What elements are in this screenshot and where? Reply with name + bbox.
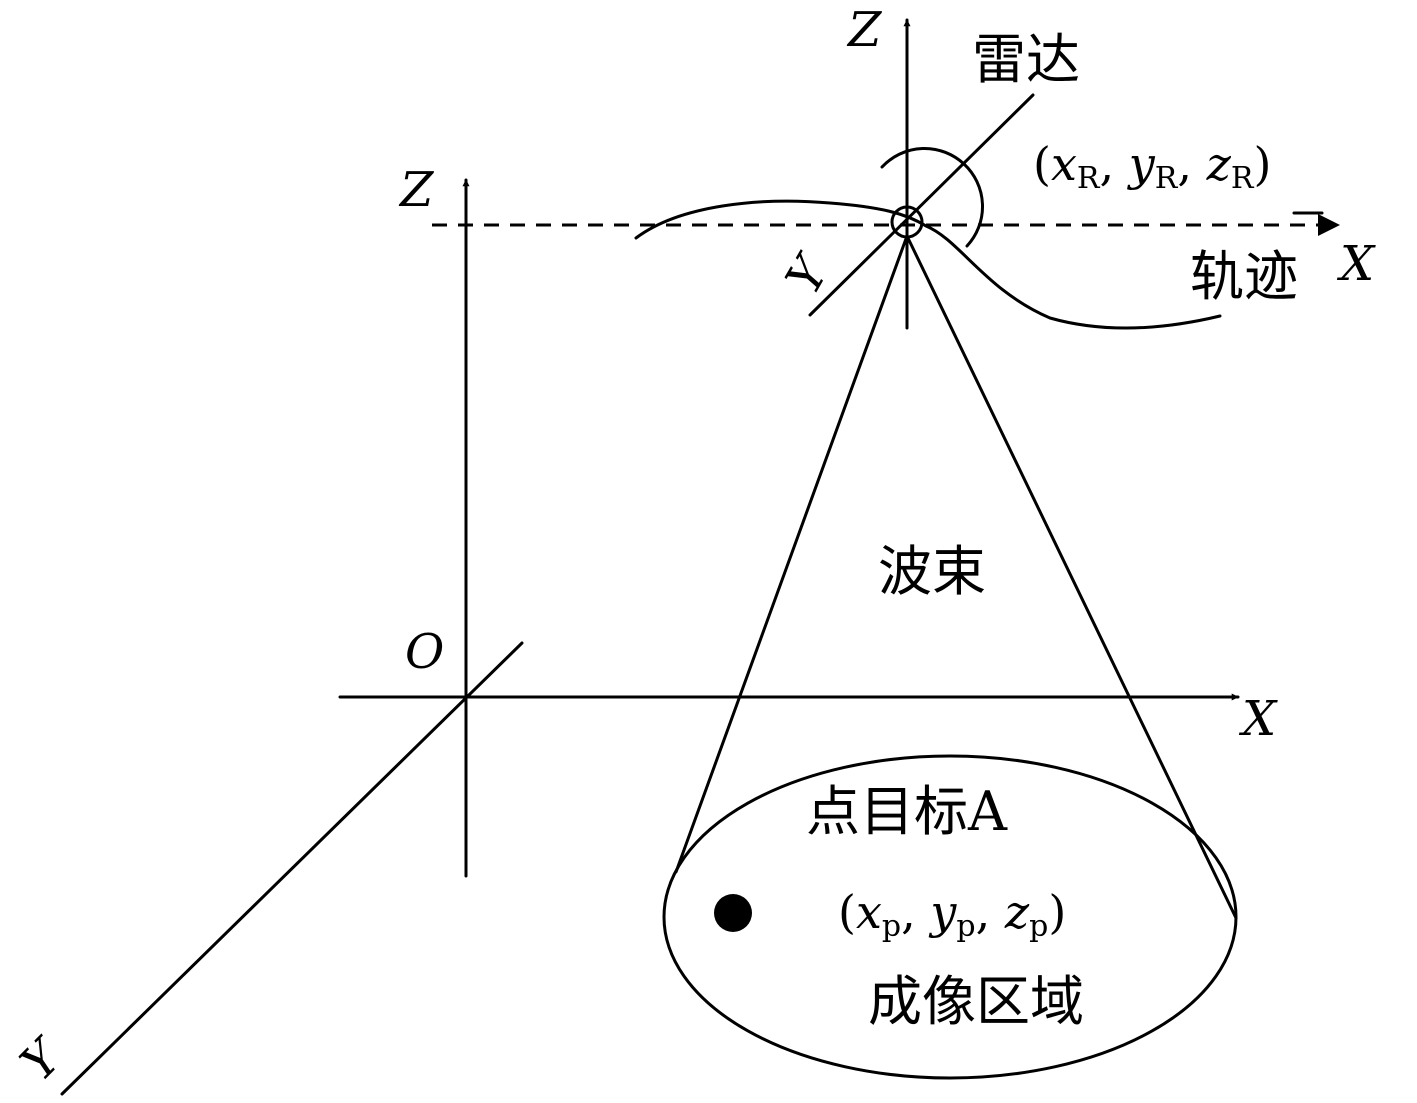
radar-coord-close: ) — [1253, 137, 1271, 191]
target-coord-sep2: , — [976, 885, 991, 939]
target-coord-sep1: , — [901, 885, 916, 939]
beam-label: 波束 — [878, 540, 986, 603]
origin-label: O — [405, 624, 444, 680]
target-coord-open: ( — [838, 885, 856, 939]
radar-coord-sep2: , — [1177, 137, 1192, 191]
target-coord-space2 — [990, 885, 1005, 939]
radar-label: 雷达 — [972, 28, 1080, 91]
ground-axes: X Z Y O — [10, 162, 1278, 1096]
radar-coord-sep1: , — [1100, 137, 1115, 191]
radar-x-arrowhead — [1318, 214, 1340, 236]
radar-z-label: Z — [846, 2, 883, 58]
imaging-area-ellipse — [662, 754, 1238, 1080]
point-target-dot — [714, 894, 752, 932]
ground-x-label: X — [1238, 691, 1278, 747]
radar-coord-space1 — [1114, 137, 1129, 191]
trajectory-label: 轨迹 — [1190, 245, 1298, 308]
radar-coord-x: x — [1051, 137, 1077, 191]
point-target-label: 点目标A — [806, 780, 1008, 843]
radar-coord-y-sub: R — [1155, 161, 1179, 196]
ground-z-label: Z — [398, 162, 435, 218]
beam-left-edge — [674, 234, 909, 874]
target-coord-y-sub: p — [956, 909, 975, 944]
target-coord-y: y — [928, 885, 957, 939]
radar-coord-space2 — [1192, 137, 1207, 191]
radar-antenna-arc — [880, 147, 985, 248]
target-coord-z-sub: p — [1029, 909, 1048, 944]
ground-y-axis — [60, 641, 524, 1096]
beam-right-edge — [905, 234, 1238, 920]
imaging-area-label: 成像区域 — [868, 970, 1084, 1033]
ground-y-label: Y — [10, 1027, 75, 1092]
radar-coord-y: y — [1127, 137, 1156, 191]
target-coord-close: ) — [1048, 885, 1066, 939]
radar-coordinates: (xR, yR, zR) — [1033, 137, 1271, 196]
target-coordinates: (xp, yp, zp) — [838, 885, 1066, 944]
radar-coord-z-sub: R — [1231, 161, 1255, 196]
target-coord-x: x — [856, 885, 882, 939]
trajectory-curve — [634, 199, 1222, 330]
radar-x-label: X — [1336, 236, 1376, 292]
radar-coord-x-sub: R — [1077, 161, 1101, 196]
target-coord-space1 — [916, 885, 931, 939]
radar-coord-open: ( — [1033, 137, 1051, 191]
radar-coord-z: z — [1206, 137, 1232, 191]
radar-y-axis — [808, 93, 1035, 317]
target-coord-x-sub: p — [882, 909, 901, 944]
target-coord-z: z — [1004, 885, 1030, 939]
